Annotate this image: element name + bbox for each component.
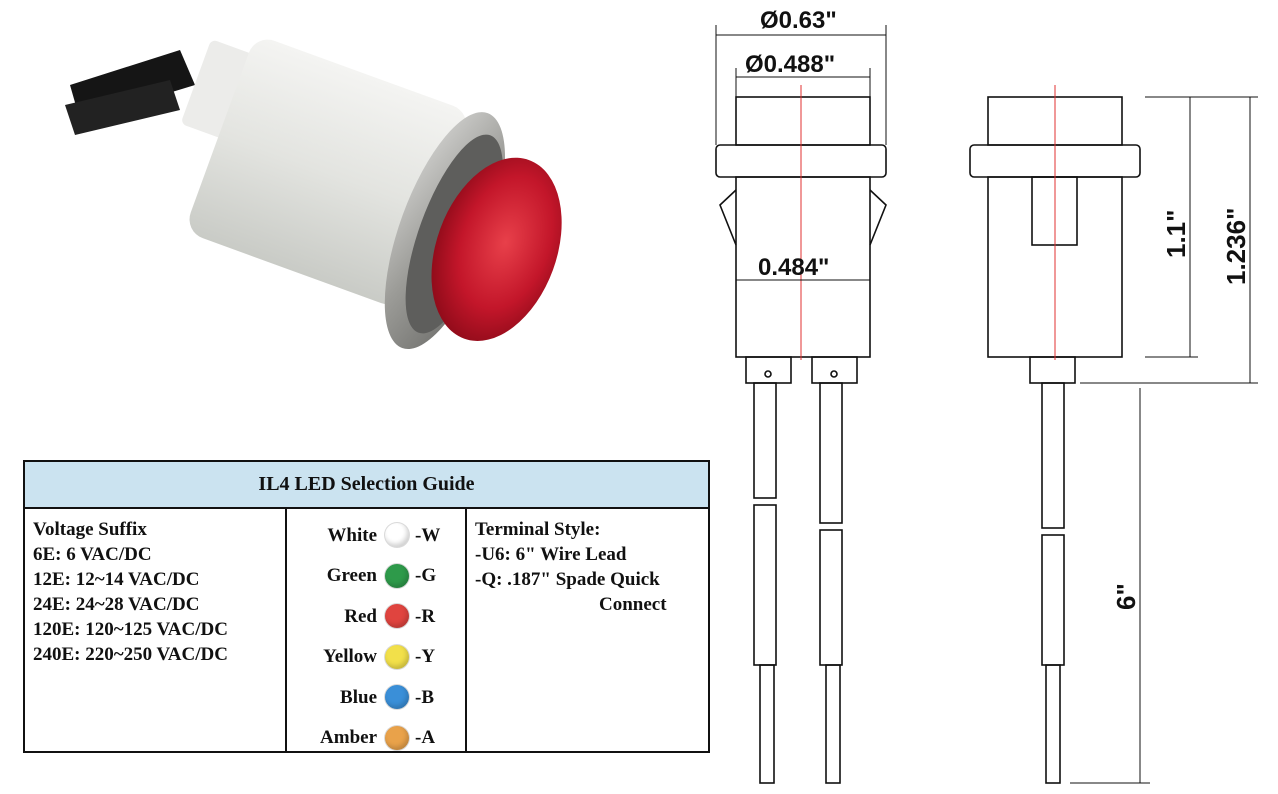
dim-inner-diameter: Ø0.488" bbox=[745, 51, 835, 78]
color-row-amber: Amber -A bbox=[291, 718, 461, 759]
terminal-item: -Q: .187" Spade Quick bbox=[475, 569, 660, 590]
color-name: Red bbox=[344, 605, 377, 627]
voltage-item: 12E: 12~14 VAC/DC bbox=[33, 569, 200, 590]
color-name: Amber bbox=[320, 727, 377, 749]
led-yellow-icon bbox=[385, 644, 409, 669]
dim-body-height: 1.1" bbox=[1161, 210, 1191, 258]
voltage-item: 240E: 220~250 VAC/DC bbox=[33, 644, 228, 665]
dimension-lines-side bbox=[1070, 96, 1258, 784]
terminal-column: Terminal Style: -U6: 6" Wire Lead -Q: .1… bbox=[467, 509, 708, 753]
color-name: Blue bbox=[340, 686, 377, 708]
color-row-white: White -W bbox=[291, 515, 461, 556]
led-white-icon bbox=[385, 523, 409, 548]
wire-leads bbox=[65, 50, 195, 135]
color-code: -Y bbox=[415, 646, 436, 668]
color-name: Yellow bbox=[323, 646, 377, 668]
color-row-blue: Blue -B bbox=[291, 677, 461, 718]
color-name: White bbox=[327, 524, 377, 546]
dim-total-height: 1.236" bbox=[1221, 208, 1251, 285]
dim-wire-length: 6" bbox=[1111, 583, 1141, 610]
guide-title: IL4 LED Selection Guide bbox=[25, 462, 708, 509]
color-row-green: Green -G bbox=[291, 556, 461, 597]
red-lens bbox=[431, 157, 562, 341]
color-code: -B bbox=[415, 686, 434, 708]
terminal-item: -U6: 6" Wire Lead bbox=[475, 544, 627, 565]
terminal-item-continuation: Connect bbox=[599, 594, 667, 615]
color-row-yellow: Yellow -Y bbox=[291, 637, 461, 678]
color-code: -W bbox=[415, 524, 441, 546]
guide-body: Voltage Suffix 6E: 6 VAC/DC 12E: 12~14 V… bbox=[25, 509, 708, 753]
technical-drawing: Ø0.63" Ø0.488" 0.484" 1.1" 1.236" 6" bbox=[715, 7, 1258, 784]
led-blue-icon bbox=[385, 685, 409, 710]
color-code: -R bbox=[415, 605, 436, 627]
color-row-red: Red -R bbox=[291, 596, 461, 637]
voltage-item: 120E: 120~125 VAC/DC bbox=[33, 619, 228, 640]
product-photo bbox=[65, 39, 562, 350]
voltage-item: 24E: 24~28 VAC/DC bbox=[33, 594, 200, 615]
front-view bbox=[715, 96, 887, 784]
terminal-heading: Terminal Style: bbox=[475, 519, 601, 540]
voltage-item: 6E: 6 VAC/DC bbox=[33, 544, 152, 565]
led-amber-icon bbox=[385, 725, 409, 750]
selection-guide-table: IL4 LED Selection Guide Voltage Suffix 6… bbox=[23, 460, 710, 753]
led-green-icon bbox=[385, 563, 409, 588]
voltage-column: Voltage Suffix 6E: 6 VAC/DC 12E: 12~14 V… bbox=[25, 509, 287, 753]
color-column: White -W Green -G Red -R Yellow -Y Blue bbox=[287, 509, 467, 753]
color-code: -G bbox=[415, 565, 437, 587]
dim-body-width: 0.484" bbox=[758, 254, 829, 281]
voltage-heading: Voltage Suffix bbox=[33, 519, 147, 540]
led-red-icon bbox=[385, 604, 409, 629]
color-code: -A bbox=[415, 727, 436, 749]
lamp-body bbox=[182, 39, 562, 350]
dimension-lines-front bbox=[715, 25, 887, 281]
dim-outer-diameter: Ø0.63" bbox=[760, 7, 837, 34]
color-name: Green bbox=[326, 565, 377, 587]
